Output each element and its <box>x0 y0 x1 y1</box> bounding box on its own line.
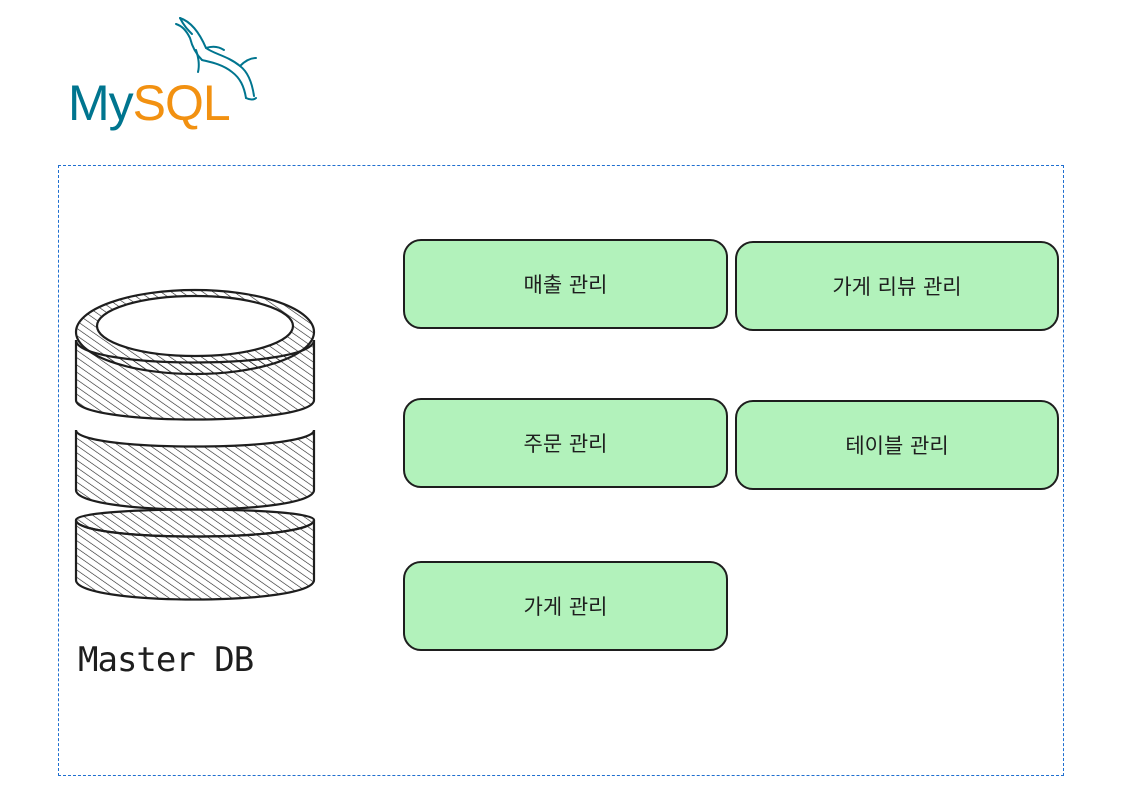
module-store-management[interactable]: 가게 관리 <box>403 561 728 651</box>
master-db-label: Master DB <box>78 640 254 680</box>
dolphin-icon <box>175 17 257 101</box>
logo-sql-text: SQL <box>132 75 231 131</box>
database-cylinder-icon <box>74 288 316 601</box>
mysql-logo: MySQL <box>66 12 266 132</box>
module-store-review-management[interactable]: 가게 리뷰 관리 <box>735 241 1059 331</box>
module-order-management[interactable]: 주문 관리 <box>403 398 728 488</box>
logo-my-text: My <box>68 75 134 131</box>
module-sales-management[interactable]: 매출 관리 <box>403 239 728 329</box>
mysql-wordmark: MySQL <box>68 75 231 131</box>
module-table-management[interactable]: 테이블 관리 <box>735 400 1059 490</box>
database-boundary <box>58 165 1064 776</box>
